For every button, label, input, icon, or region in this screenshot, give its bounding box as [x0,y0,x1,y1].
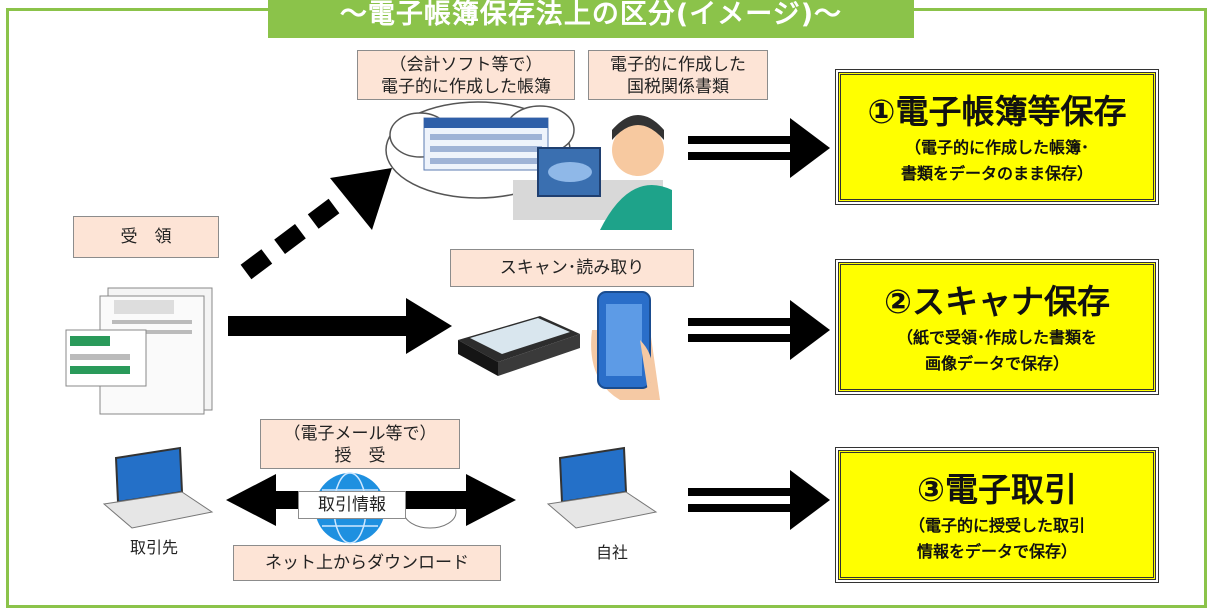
category-electronic-books: ①電子帳簿等保存 （電子的に作成した帳簿･ 書類をデータのまま保存） [835,69,1159,205]
label-line: 授 受 [334,446,386,466]
label-line: 電子的に作成した帳簿 [381,77,551,97]
label-download: ネット上からダウンロード [233,545,501,581]
double-line-arrow-2 [688,300,830,360]
smartphone-icon [591,291,660,400]
laptop-self-icon [546,446,658,529]
label-receive: 受 領 [73,216,219,258]
category-electronic-trade: ③電子取引 （電子的に授受した取引 情報をデータで保存） [835,447,1159,583]
label-partner: 取引先 [130,538,179,557]
category-title: ③電子取引 [917,470,1077,509]
label-software-books: （会計ソフト等で） 電子的に作成した帳簿 [357,50,575,100]
category-title: ①電子帳簿等保存 [867,92,1127,131]
person-computer-icon [513,115,672,230]
double-line-arrow-3 [688,470,830,530]
diagram-title: 〜電子帳簿保存法上の区分(イメージ)〜 [268,0,914,38]
cloud-data-icon [385,101,575,199]
category-desc: （電子的に授受した取引 [908,516,1085,535]
label-line: 電子的に作成した [610,55,746,75]
paper-document-icon [65,287,213,415]
label-line: 国税関係書類 [627,77,729,97]
category-desc: 書類をデータのまま保存） [900,164,1093,183]
solid-arrow [228,298,452,354]
label-self: 自社 [596,543,629,562]
category-scanner-storage: ②スキャナ保存 （紙で受領･作成した書類を 画像データで保存） [835,259,1159,395]
label-scan: スキャン･読み取り [450,249,694,287]
laptop-partner-icon [102,446,214,529]
category-desc: 情報をデータで保存） [916,542,1077,561]
scanner-icon [458,316,580,376]
double-line-arrow-1 [688,118,830,178]
category-title: ②スキャナ保存 [884,282,1110,321]
label-email: （電子メール等で） 授 受 [260,419,460,469]
label-line: （電子メール等で） [283,424,437,444]
category-desc: （紙で受領･作成した書類を [896,328,1097,347]
label-trade-info: 取引情報 [298,491,406,519]
label-line: （会計ソフト等で） [389,55,543,75]
category-desc: 画像データで保存） [924,354,1069,373]
dashed-arrow [240,168,392,280]
category-desc: （電子的に作成した帳簿･ [904,138,1089,157]
label-tax-docs: 電子的に作成した 国税関係書類 [588,50,768,100]
